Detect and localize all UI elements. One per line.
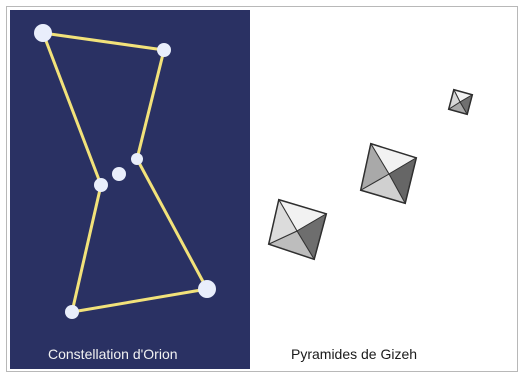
orion-line-left-lower [70, 183, 103, 314]
pyramids-caption: Pyramides de Gizeh [291, 346, 418, 362]
star-rigel [198, 280, 216, 298]
orion-line-top [41, 31, 166, 52]
star-alnilam [112, 167, 126, 181]
star-bellatrix [157, 43, 171, 57]
star-betelgeuse [34, 24, 52, 42]
comparison-diagram [34, 24, 474, 319]
figure-frame: Constellation d'Orion Pyramides de Gizeh [6, 6, 518, 372]
orion-stars [34, 24, 216, 319]
pyramid-medium [359, 142, 418, 205]
pyramid-small [447, 88, 474, 116]
orion-caption: Constellation d'Orion [48, 346, 178, 362]
orion-line-left-upper [41, 31, 103, 187]
pyramid-large [267, 198, 328, 261]
star-alnitak [94, 178, 108, 192]
star-saiph [65, 305, 79, 319]
orion-line-right-upper [135, 48, 166, 161]
orion-lines [41, 31, 209, 314]
orion-line-right-lower [135, 157, 209, 291]
orion-line-bottom [70, 287, 209, 314]
orion-panel [10, 10, 250, 369]
star-mintaka [131, 153, 143, 165]
